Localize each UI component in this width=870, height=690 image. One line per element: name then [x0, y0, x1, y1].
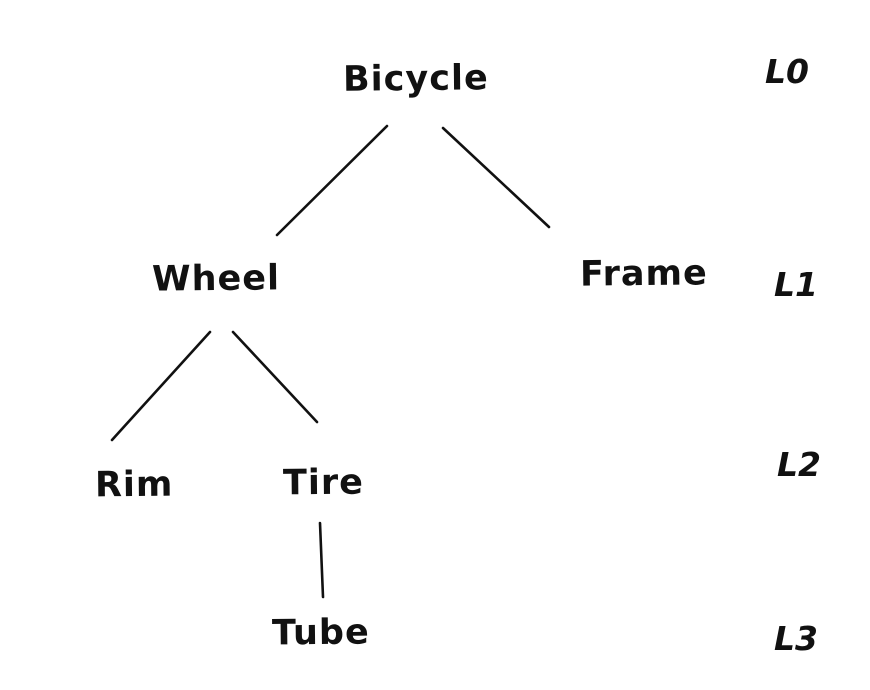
- edge-tire-tube: [318, 521, 325, 599]
- tree-node-tube: Tube: [271, 612, 370, 654]
- tree-node-rim: Rim: [94, 464, 174, 506]
- tree-node-bicycle: Bicycle: [342, 58, 489, 100]
- level-label-l1: L1: [774, 265, 818, 304]
- tree-node-tire: Tire: [282, 462, 365, 504]
- level-label-l0: L0: [765, 52, 809, 91]
- edge-bicycle-wheel: [275, 124, 389, 237]
- tree-node-frame: Frame: [579, 253, 708, 295]
- edge-wheel-tire: [231, 330, 319, 424]
- tree-node-wheel: Wheel: [151, 258, 281, 300]
- level-label-l2: L2: [777, 445, 821, 484]
- edge-bicycle-frame: [441, 126, 551, 229]
- level-label-l3: L3: [774, 619, 818, 658]
- edge-wheel-rim: [110, 330, 212, 442]
